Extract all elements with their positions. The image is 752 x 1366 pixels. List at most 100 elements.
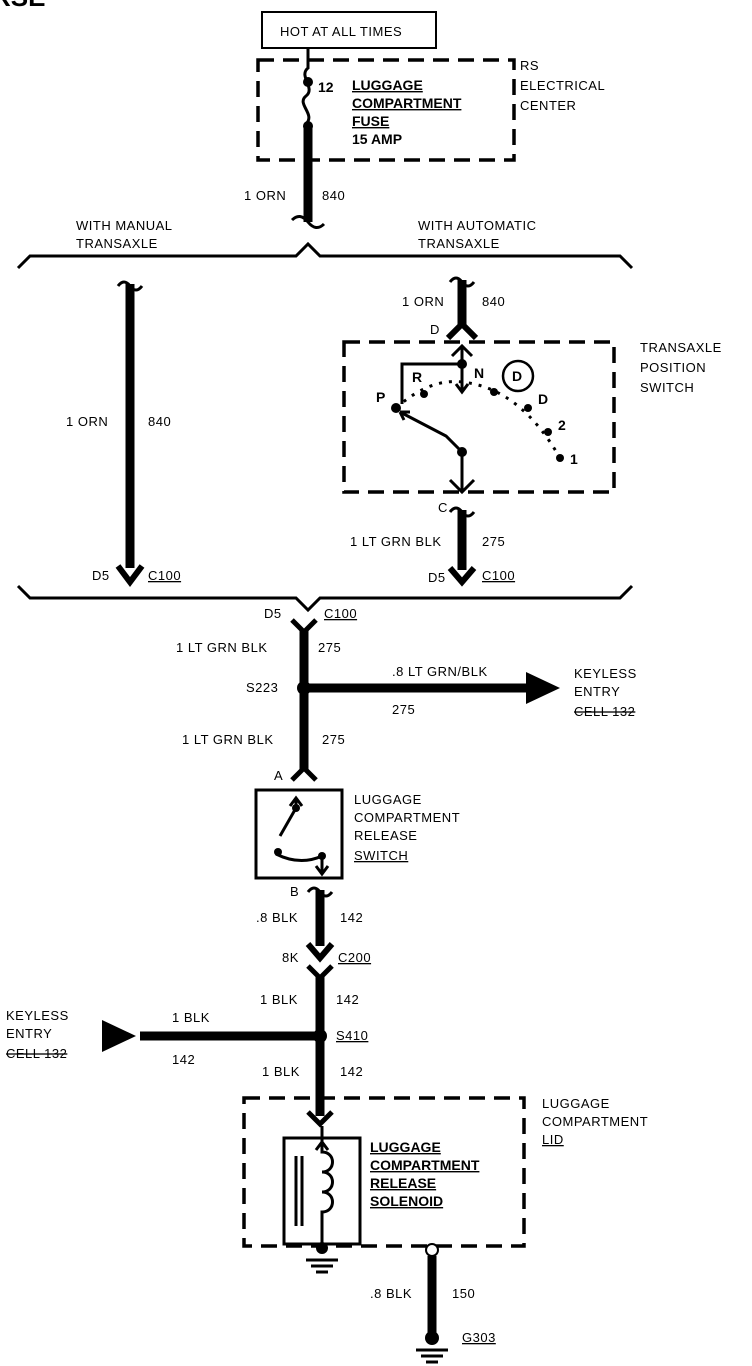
keyless-right-cell: CELL 132: [574, 704, 635, 719]
release-switch-contact-2: [274, 848, 282, 856]
release-switch-contact-1: [292, 804, 300, 812]
tps-pos-1: 1: [570, 451, 578, 467]
solenoid-line-4: SOLENOID: [370, 1193, 443, 1209]
tps-pin-in: D: [430, 322, 440, 337]
keyless-gauge: .8 LT GRN/BLK: [392, 664, 488, 679]
fuse-name-1: LUGGAGE: [352, 77, 423, 93]
lid-line-1: LUGGAGE: [542, 1096, 610, 1111]
tps-pin-out: C: [438, 500, 448, 515]
merge-pin: D5: [264, 606, 282, 621]
main2-circuit: 275: [322, 732, 345, 747]
switch-pin-in: A: [274, 768, 283, 783]
keyless-left-1: KEYLESS: [6, 1008, 69, 1023]
switch-pin-out: B: [290, 884, 299, 899]
header-partial: RSE: [0, 0, 45, 12]
wire-top-gauge: 1 ORN: [244, 188, 286, 203]
solenoid-ground-icon: [306, 1258, 338, 1274]
switch-line-1: LUGGAGE: [354, 792, 422, 807]
tps-arc: [395, 380, 562, 459]
tps-contact-d2: [524, 404, 532, 412]
switch-line-2: COMPARTMENT: [354, 810, 460, 825]
auto-circuit: 840: [482, 294, 505, 309]
c200-out-gauge: 1 BLK: [260, 992, 298, 1007]
solenoid-ground-dot: [316, 1242, 328, 1254]
tps-wiper: [398, 410, 464, 490]
g303-dot: [425, 1331, 439, 1345]
main1-gauge: 1 LT GRN BLK: [176, 640, 268, 655]
manual-label-1: WITH MANUAL: [76, 218, 173, 233]
g303-ground-icon: [416, 1348, 448, 1364]
keyless-right-arrow: [526, 672, 560, 704]
tps-out-gauge: 1 LT GRN BLK: [350, 534, 442, 549]
solenoid-coil: [320, 1126, 334, 1244]
tps-title-1: TRANSAXLE: [640, 340, 722, 355]
solenoid-line-3: RELEASE: [370, 1175, 436, 1191]
manual-circuit: 840: [148, 414, 171, 429]
bottom-brace: [16, 584, 634, 613]
auto-pin: D5: [428, 570, 446, 585]
release-switch-internal: [275, 795, 330, 877]
fuse-name-4: 15 AMP: [352, 131, 402, 147]
tps-contact-p: [391, 403, 401, 413]
fuse-name-3: FUSE: [352, 113, 389, 129]
sw-out-circuit: 142: [340, 910, 363, 925]
auto-conn: C100: [482, 568, 515, 583]
tps-title-2: POSITION: [640, 360, 706, 375]
lid-line-2: COMPARTMENT: [542, 1114, 648, 1129]
ground-terminal: [425, 1243, 439, 1257]
keyless-circuit: 275: [392, 702, 415, 717]
tps-out-arrow: [448, 478, 476, 495]
keyless-left-cell: CELL 132: [6, 1046, 67, 1061]
tps-outline: [342, 340, 616, 494]
manual-label-2: TRANSAXLE: [76, 236, 158, 251]
c200-pin: 8K: [282, 950, 299, 965]
tps-pos-p: P: [376, 389, 385, 405]
tps-pos-d: D: [538, 391, 548, 407]
tps-arrow-in: [400, 343, 474, 404]
lid-outline: [242, 1096, 526, 1248]
ground-circuit: 150: [452, 1286, 475, 1301]
fuse-symbol: [301, 48, 311, 131]
keyless-left-2: ENTRY: [6, 1026, 52, 1041]
tps-wiper-pivot: [457, 447, 467, 457]
left-circuit: 142: [172, 1052, 195, 1067]
sw-out-gauge: .8 BLK: [256, 910, 298, 925]
merge-conn: C100: [324, 606, 357, 621]
manual-arrow: [115, 564, 145, 587]
tps-contact-1: [556, 454, 564, 462]
top-brace: [16, 241, 634, 270]
main2-gauge: 1 LT GRN BLK: [182, 732, 274, 747]
c200-out-circuit: 142: [336, 992, 359, 1007]
tps-contact-d1: [490, 388, 498, 396]
auto-gauge: 1 ORN: [402, 294, 444, 309]
auto-in-arrow: [445, 319, 479, 341]
tps-pos-r: R: [412, 369, 422, 385]
manual-gauge: 1 ORN: [66, 414, 108, 429]
fuse-pin: 12: [318, 79, 334, 95]
keyless-left-arrow: [102, 1020, 136, 1052]
splice-s223-label: S223: [246, 680, 278, 695]
switch-in-fork: [290, 764, 318, 782]
wire-break-top: [290, 215, 326, 229]
tps-pos-d-circled: D: [512, 368, 522, 384]
solenoid-line-2: COMPARTMENT: [370, 1157, 480, 1173]
lid-line-3: LID: [542, 1132, 564, 1147]
center-line-3: CENTER: [520, 98, 576, 113]
auto-label-1: WITH AUTOMATIC: [418, 218, 536, 233]
power-label: HOT AT ALL TIMES: [280, 24, 402, 39]
tps-contact-r: [420, 390, 428, 398]
tps-pos-d-circle: [501, 359, 535, 393]
keyless-right-1: KEYLESS: [574, 666, 637, 681]
sol-in-circuit: 142: [340, 1064, 363, 1079]
switch-line-3: RELEASE: [354, 828, 417, 843]
main1-circuit: 275: [318, 640, 341, 655]
tps-n-arrow: [454, 364, 470, 395]
sol-in-fork: [306, 1110, 334, 1128]
wire-top-circuit: 840: [322, 188, 345, 203]
switch-line-4: SWITCH: [354, 848, 408, 863]
left-gauge: 1 BLK: [172, 1010, 210, 1025]
center-line-1: RS: [520, 58, 539, 73]
fuse-name-2: COMPARTMENT: [352, 95, 462, 111]
keyless-right-2: ENTRY: [574, 684, 620, 699]
